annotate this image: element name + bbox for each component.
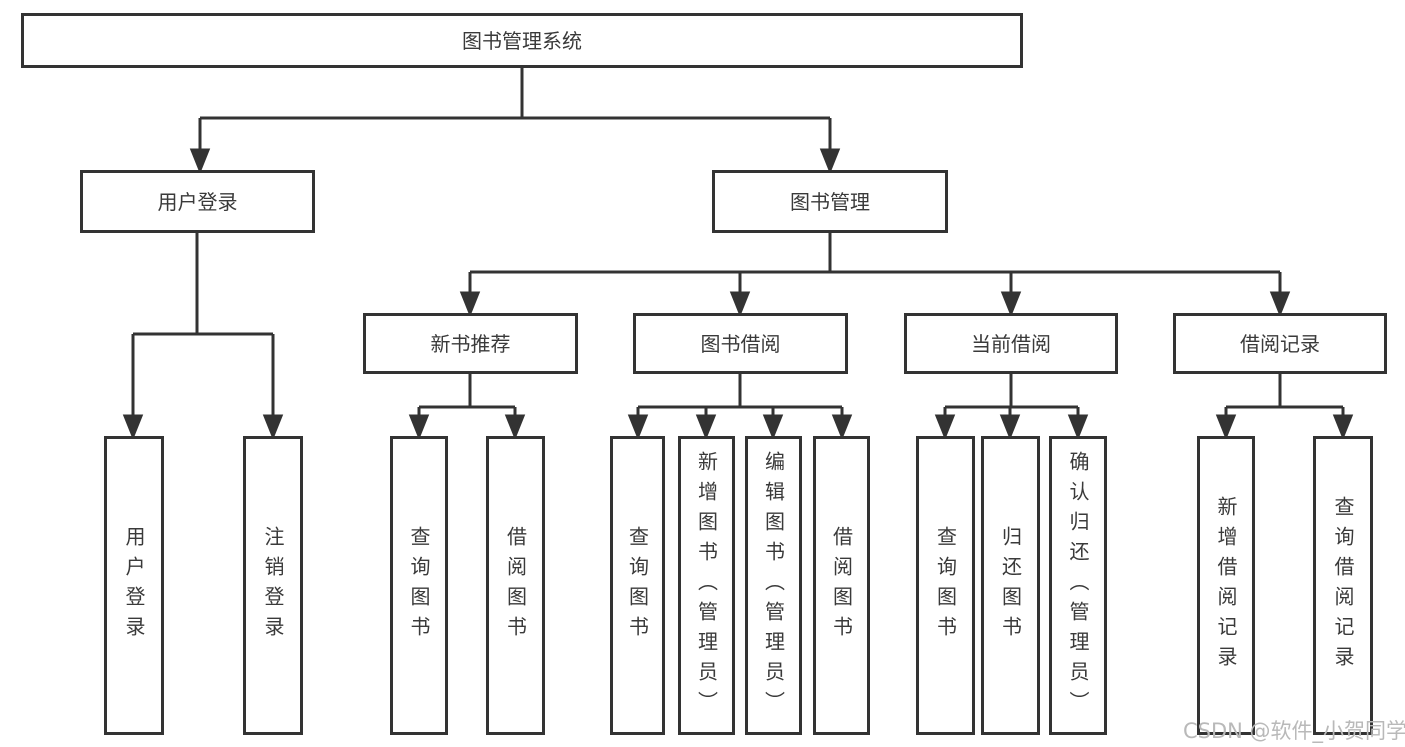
leaf-query-borrow-record: 查询借阅记录 [1313,436,1373,735]
node-user-login-branch: 用户登录 [80,170,315,233]
csdn-watermark: CSDN @软件_小贺同学 [1183,719,1405,743]
leaf-borrow-books-1: 借阅图书 [486,436,545,735]
node-label: 用户登录 [122,525,146,646]
connector-borrow-to-leaves [627,374,853,441]
leaf-query-books-3: 查询图书 [916,436,975,735]
node-label: 查询图书 [407,525,431,646]
leaf-borrow-books-2: 借阅图书 [813,436,870,735]
leaf-logout: 注销登录 [243,436,303,735]
node-new-book-recommend: 新书推荐 [363,313,578,374]
connector-newbooks-to-leaves [408,374,526,441]
node-label: 借阅记录 [1240,331,1320,356]
leaf-query-books-2: 查询图书 [610,436,665,735]
node-label: 新书推荐 [430,331,511,356]
node-label: 借阅图书 [503,525,528,646]
node-label: 编辑图书（管理员） [761,450,786,721]
node-label: 查询图书 [625,525,650,646]
node-label: 新增图书（管理员） [694,450,719,721]
leaf-return-books: 归还图书 [981,436,1040,735]
leaf-edit-books-admin: 编辑图书（管理员） [745,436,802,735]
node-label: 查询借阅记录 [1331,495,1355,676]
connector-bookmgmt-to-level3 [459,233,1291,318]
leaf-user-login: 用户登录 [104,436,164,735]
node-label: 归还图书 [998,525,1023,646]
connector-records-to-leaves [1215,374,1354,441]
connector-userlogin-to-leaves [122,233,284,441]
node-label: 当前借阅 [971,331,1051,356]
node-label: 查询图书 [933,525,958,646]
node-label: 借阅图书 [829,525,854,646]
node-label: 注销登录 [261,525,285,646]
node-current-borrow: 当前借阅 [904,313,1118,374]
node-label: 用户登录 [157,189,238,214]
node-borrow-records: 借阅记录 [1173,313,1387,374]
connector-root-to-level2 [189,68,841,175]
leaf-add-books-admin: 新增图书（管理员） [678,436,735,735]
node-label: 图书管理系统 [462,28,582,53]
node-label: 图书借阅 [700,331,781,356]
leaf-confirm-return-admin: 确认归还（管理员） [1049,436,1107,735]
leaf-query-books-1: 查询图书 [390,436,448,735]
node-root-system: 图书管理系统 [21,13,1023,68]
leaf-add-borrow-record: 新增借阅记录 [1197,436,1255,735]
node-label: 图书管理 [790,189,870,214]
node-label: 新增借阅记录 [1214,495,1238,676]
connector-current-to-leaves [934,374,1089,441]
node-book-management-branch: 图书管理 [712,170,948,233]
node-book-borrow: 图书借阅 [633,313,848,374]
node-label: 确认归还（管理员） [1066,450,1090,721]
